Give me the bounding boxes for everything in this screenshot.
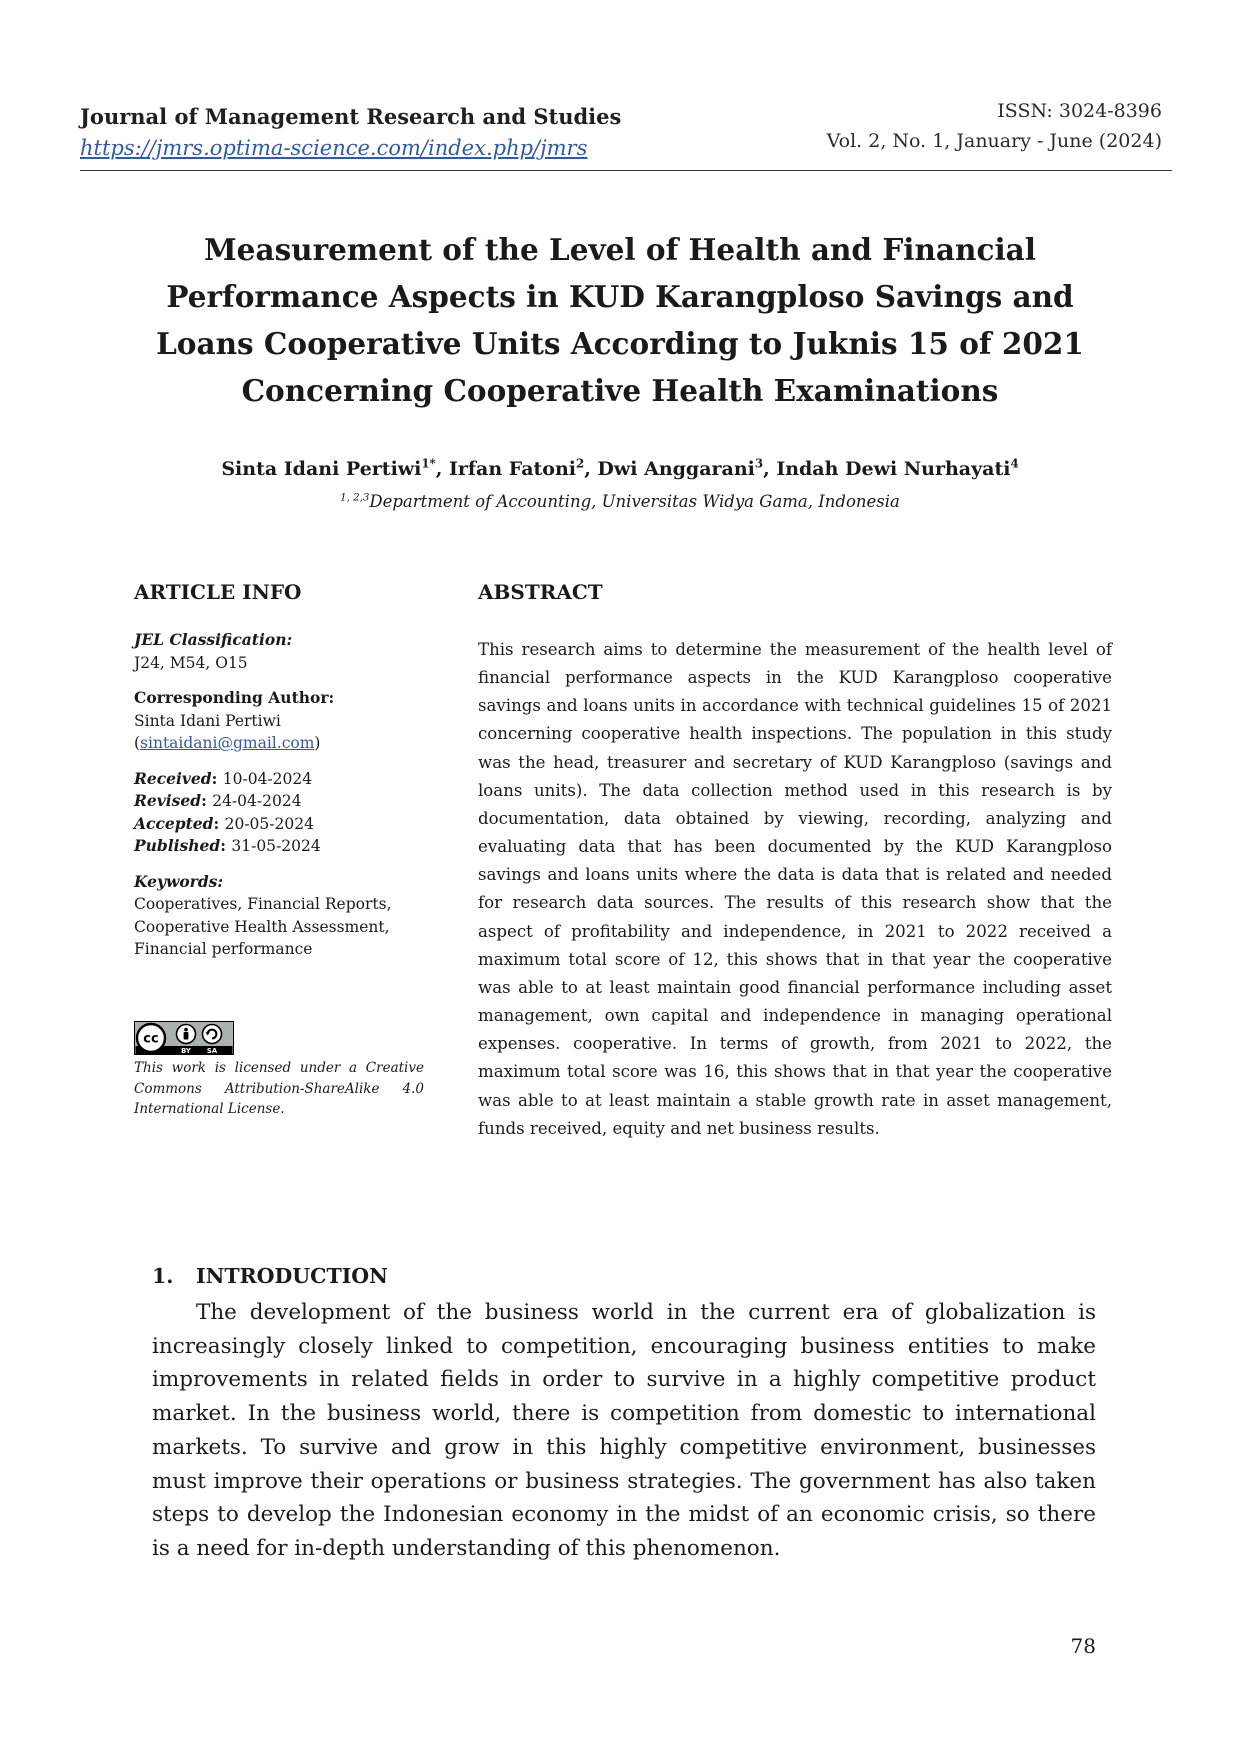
abstract-heading: ABSTRACT bbox=[478, 580, 603, 604]
author-name: Sinta Idani Pertiwi bbox=[221, 458, 422, 480]
affiliation: 1, 2,3Department of Accounting, Universi… bbox=[80, 492, 1160, 511]
author-affiliation-mark: 2 bbox=[576, 456, 585, 471]
date-value: 20-05-2024 bbox=[224, 814, 314, 833]
page-number: 78 bbox=[1070, 1634, 1096, 1658]
keywords-value: Cooperatives, Financial Reports, Coopera… bbox=[134, 895, 392, 958]
author-name: Indah Dewi Nurhayati bbox=[776, 458, 1011, 480]
author-separator: , bbox=[763, 458, 777, 480]
author-separator: , bbox=[584, 458, 598, 480]
author-email-link[interactable]: sintaidani@gmail.com bbox=[140, 734, 315, 752]
keywords-label: Keywords: bbox=[134, 871, 224, 891]
date-value: 10-04-2024 bbox=[222, 769, 313, 788]
date-label: Received bbox=[134, 768, 212, 788]
author-name: Dwi Anggarani bbox=[597, 458, 755, 480]
article-info-panel: JEL Classification: J24, M54, O15 Corres… bbox=[134, 629, 426, 974]
date-label: Revised bbox=[134, 791, 202, 810]
corresponding-author-email-line: (sintaidani@gmail.com) bbox=[134, 734, 321, 752]
date-row: Published: 31-05-2024 bbox=[134, 836, 321, 855]
license-notice: This work is licensed under a Creative C… bbox=[134, 1060, 424, 1117]
corresponding-author-name: Sinta Idani Pertiwi bbox=[134, 711, 281, 730]
header-divider bbox=[80, 170, 1172, 171]
cc-by-sa-license-icon[interactable]: cc BY SA bbox=[134, 1021, 234, 1055]
date-value: 31-05-2024 bbox=[231, 837, 321, 855]
affiliation-text: Department of Accounting, Universitas Wi… bbox=[369, 492, 900, 511]
jel-value: J24, M54, O15 bbox=[134, 653, 248, 672]
issn: ISSN: 3024-8396 bbox=[997, 100, 1162, 122]
journal-url-link[interactable]: https://jmrs.optima-science.com/index.ph… bbox=[80, 136, 588, 160]
license-text: This work is licensed under a Creative C… bbox=[134, 1060, 424, 1117]
author-affiliation-mark: 1* bbox=[421, 456, 436, 471]
jel-block: JEL Classification: J24, M54, O15 bbox=[134, 629, 426, 674]
date-row: Received: 10-04-2024 bbox=[134, 768, 313, 788]
corresponding-author-label: Corresponding Author: bbox=[134, 688, 335, 707]
author-affiliation-mark: 3 bbox=[754, 456, 764, 471]
section-number: 1. bbox=[152, 1264, 174, 1288]
author-affiliation-mark: 4 bbox=[1010, 456, 1019, 471]
author-name: Irfan Fatoni bbox=[448, 458, 576, 480]
date-label: Published bbox=[134, 836, 221, 855]
corresponding-author-block: Corresponding Author: Sinta Idani Pertiw… bbox=[134, 687, 426, 755]
date-row: Accepted: 20-05-2024 bbox=[134, 813, 314, 833]
abstract-text: This research aims to determine the meas… bbox=[478, 640, 1112, 1138]
jel-label: JEL Classification: bbox=[134, 630, 293, 649]
by-label: BY bbox=[181, 1047, 191, 1055]
introduction-paragraph: The development of the business world in… bbox=[152, 1300, 1096, 1561]
journal-name: Journal of Management Research and Studi… bbox=[80, 104, 622, 129]
date-label: Accepted bbox=[134, 813, 214, 833]
date-value: 24-04-2024 bbox=[212, 792, 302, 810]
introduction-heading: 1. INTRODUCTION bbox=[152, 1264, 388, 1288]
keywords-block: Keywords: Cooperatives, Financial Report… bbox=[134, 871, 426, 961]
author-list: Sinta Idani Pertiwi1*, Irfan Fatoni2, Dw… bbox=[80, 458, 1160, 480]
paper-title: Measurement of the Level of Health and F… bbox=[156, 232, 1084, 408]
article-info-heading: ARTICLE INFO bbox=[134, 580, 302, 604]
section-title: INTRODUCTION bbox=[196, 1264, 388, 1288]
affiliation-mark: 1, 2,3 bbox=[340, 492, 370, 504]
cc-icon-text: cc bbox=[143, 1032, 158, 1047]
author-separator: , bbox=[435, 458, 449, 480]
sa-label: SA bbox=[207, 1047, 218, 1055]
dates-block: Received: 10-04-2024 Revised: 24-04-2024… bbox=[134, 768, 426, 858]
volume-info: Vol. 2, No. 1, January - June (2024) bbox=[826, 130, 1162, 152]
date-row: Revised: 24-04-2024 bbox=[134, 791, 302, 810]
